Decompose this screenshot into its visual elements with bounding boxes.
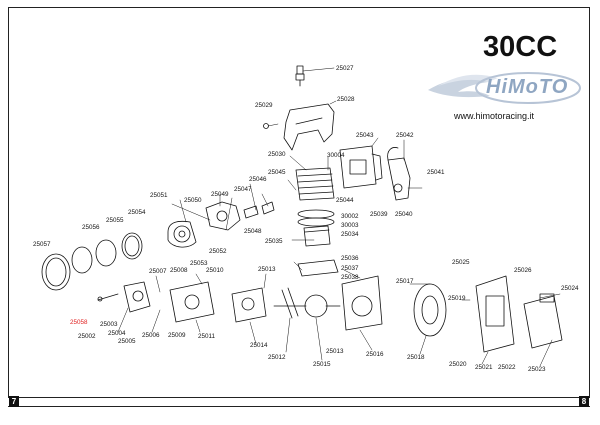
page-footer-bar xyxy=(8,396,590,407)
part-label-25049: 25049 xyxy=(211,191,229,198)
part-label-25055: 25055 xyxy=(106,217,124,224)
part-label-25035: 25035 xyxy=(265,238,283,245)
part-label-25044: 25044 xyxy=(336,197,354,204)
part-label-30002: 30002 xyxy=(341,213,359,220)
part-label-25057: 25057 xyxy=(33,241,51,248)
part-label-25034: 25034 xyxy=(341,231,359,238)
page-number-right: 8 xyxy=(579,396,589,407)
cylinder xyxy=(295,167,335,201)
front-housing xyxy=(169,281,215,323)
logo-text: HiMoTO xyxy=(486,76,569,98)
crankcase-front xyxy=(231,287,267,323)
part-label-25009: 25009 xyxy=(168,332,186,339)
spark-plug xyxy=(295,65,305,87)
part-label-25019: 25019 xyxy=(448,295,466,302)
part-label-25051: 25051 xyxy=(150,192,168,199)
engine-title: 30CC xyxy=(483,31,558,63)
part-label-25027: 25027 xyxy=(336,65,354,72)
part-label-25020: 25020 xyxy=(449,361,467,368)
part-label-25015: 25015 xyxy=(313,361,331,368)
part-label-25029: 25029 xyxy=(255,102,273,109)
part-label-25018: 25018 xyxy=(407,354,425,361)
part-label-25058: 25058 xyxy=(70,319,88,326)
part-label-25045: 25045 xyxy=(268,169,286,176)
pull-starter xyxy=(523,293,563,349)
part-label-25038: 25038 xyxy=(341,274,359,281)
part-label-25050: 25050 xyxy=(184,197,202,204)
muffler xyxy=(339,145,383,189)
part-label-25043: 25043 xyxy=(356,132,374,139)
crankcase-gasket xyxy=(297,259,339,277)
part-label-30004: 30004 xyxy=(327,152,345,159)
ignition-coil xyxy=(387,147,411,201)
part-label-25025: 25025 xyxy=(452,259,470,266)
part-label-25017: 25017 xyxy=(396,278,414,285)
part-label-25052: 25052 xyxy=(209,248,227,255)
part-label-25048: 25048 xyxy=(244,228,262,235)
part-label-25039: 25039 xyxy=(370,211,388,218)
part-label-25003: 25003 xyxy=(100,321,118,328)
part-label-25036: 25036 xyxy=(341,255,359,262)
flywheel xyxy=(413,283,447,337)
page-frame xyxy=(8,7,590,398)
crankshaft xyxy=(273,294,341,318)
part-label-25054: 25054 xyxy=(128,209,146,216)
part-label-25030: 25030 xyxy=(268,151,286,158)
part-label-25022: 25022 xyxy=(498,364,516,371)
filter-ring xyxy=(41,253,71,291)
connecting-rod xyxy=(281,287,299,319)
part-label-25042: 25042 xyxy=(396,132,414,139)
part-label-25002: 25002 xyxy=(78,333,96,340)
crankcase-rear xyxy=(341,275,383,331)
part-label-25056: 25056 xyxy=(82,224,100,231)
part-label-25028: 25028 xyxy=(337,96,355,103)
part-label-25016: 25016 xyxy=(366,351,384,358)
brand-logo: HiMoTO xyxy=(428,68,588,114)
part-label-25053: 25053 xyxy=(190,260,208,267)
part-label-25021: 25021 xyxy=(475,364,493,371)
starter-housing xyxy=(475,275,515,353)
part-label-25012: 25012 xyxy=(268,354,286,361)
part-label-25004: 25004 xyxy=(108,330,126,337)
part-label-25007: 25007 xyxy=(149,268,167,275)
air-filter xyxy=(167,220,197,248)
part-label-25037: 25037 xyxy=(341,265,359,272)
part-label-25014: 25014 xyxy=(250,342,268,349)
filter-element xyxy=(71,232,143,274)
backplate xyxy=(123,281,151,313)
part-label-25041: 25041 xyxy=(427,169,445,176)
part-label-25023: 25023 xyxy=(528,366,546,373)
page-number-left: 7 xyxy=(9,396,19,407)
part-label-25047: 25047 xyxy=(234,186,252,193)
part-label-25005: 25005 xyxy=(118,338,136,345)
leader-lines xyxy=(117,67,561,367)
part-label-25046: 25046 xyxy=(249,176,267,183)
piston xyxy=(297,209,335,247)
part-label-25040: 25040 xyxy=(395,211,413,218)
part-label-25013-lower: 25013 xyxy=(326,348,344,355)
part-label-30003: 30003 xyxy=(341,222,359,229)
part-label-25011: 25011 xyxy=(198,333,216,340)
part-label-25010: 25010 xyxy=(206,267,224,274)
mount-screw xyxy=(97,293,119,302)
website-url: www.himotoracing.it xyxy=(454,111,535,121)
part-label-25006: 25006 xyxy=(142,332,160,339)
part-label-25013-upper: 25013 xyxy=(258,266,276,273)
flame-graphic xyxy=(428,72,581,104)
carburetor xyxy=(205,201,275,231)
part-label-25024: 25024 xyxy=(561,285,579,292)
part-label-25008: 25008 xyxy=(170,267,188,274)
part-label-25026: 25026 xyxy=(514,267,532,274)
cylinder-shroud xyxy=(283,103,335,151)
